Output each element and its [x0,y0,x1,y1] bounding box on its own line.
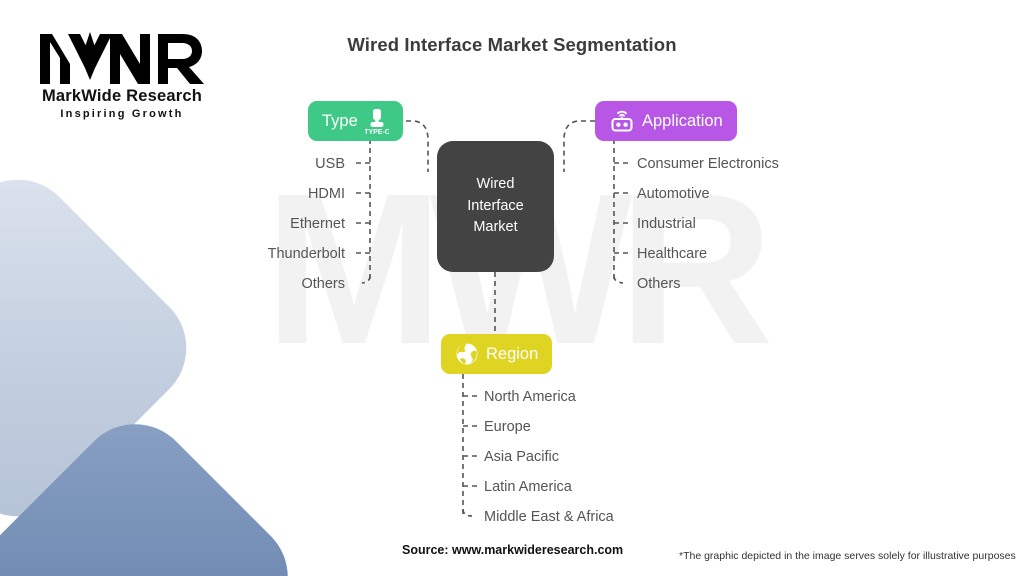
leaf-type-2: Ethernet [290,216,345,232]
leaf-type-0: USB [315,156,345,172]
branch-badge-region[interactable]: Region [441,334,553,374]
leaf-region-2: Asia Pacific [484,449,559,465]
branch-label-type: Type [322,111,358,130]
usb-type-c-icon: TYPE-C [365,107,389,135]
center-node-label: Wired Interface Market [467,174,523,238]
disclaimer-note: *The graphic depicted in the image serve… [679,550,1016,562]
center-node-line-1: Wired [476,176,515,193]
source-attribution: Source: www.markwideresearch.com [402,543,624,557]
leaf-type-1: HDMI [307,186,345,202]
leaf-application-3: Healthcare [637,246,708,262]
leaf-region-4: Middle East & Africa [484,509,614,525]
leaf-region-0: North America [484,389,576,405]
mwr-logomark-icon [40,32,204,84]
robot-device-icon [609,108,635,134]
branch-label-application: Application [642,111,723,130]
leaf-application-0: Consumer Electronics [637,156,779,172]
leaf-type-3: Thunderbolt [267,246,345,262]
logo-company-name: MarkWide Research [41,87,203,105]
page-title: Wired Interface Market Segmentation [347,34,677,55]
svg-text:TYPE-C: TYPE-C [365,129,389,135]
center-node-line-3: Market [473,219,518,236]
logo-tagline: Inspiring Growth [60,108,184,120]
leaf-type-4: Others [301,276,345,292]
leaf-application-2: Industrial [637,216,696,232]
leaf-region-3: Latin America [484,479,572,495]
leaf-region-1: Europe [484,419,531,435]
branch-label-region: Region [486,344,539,363]
branch-badge-type[interactable]: Type TYPE-C [308,101,403,141]
center-node: Wired Interface Market [437,141,554,272]
branch-badge-application[interactable]: Application [595,101,737,141]
center-node-line-2: Interface [467,197,524,214]
leaf-application-4: Others [637,276,681,292]
brand-logo: MarkWide Research Inspiring Growth [22,28,222,120]
globe-icon [455,342,479,366]
leaf-application-1: Automotive [637,186,710,202]
